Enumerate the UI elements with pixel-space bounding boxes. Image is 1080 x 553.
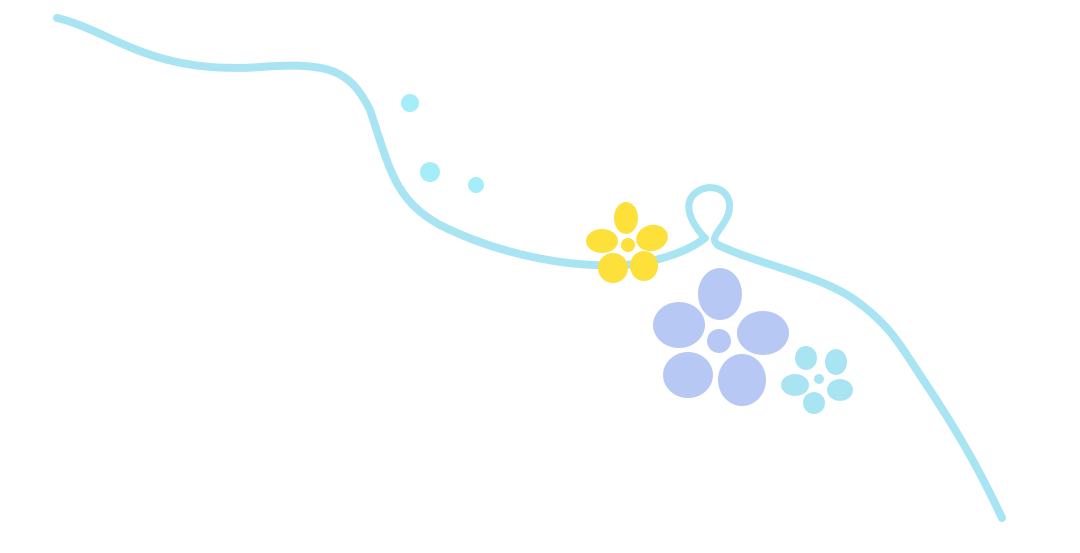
dot-1 [401,94,419,112]
ribbon-tail [714,241,1006,522]
small-cyan-flower [781,346,853,414]
periwinkle-flower [653,268,789,406]
yellow-flower [586,202,668,283]
dot-2 [420,162,440,182]
ribbon-path [53,14,709,270]
dot-3 [468,177,484,193]
ribbon-loop [685,184,734,249]
